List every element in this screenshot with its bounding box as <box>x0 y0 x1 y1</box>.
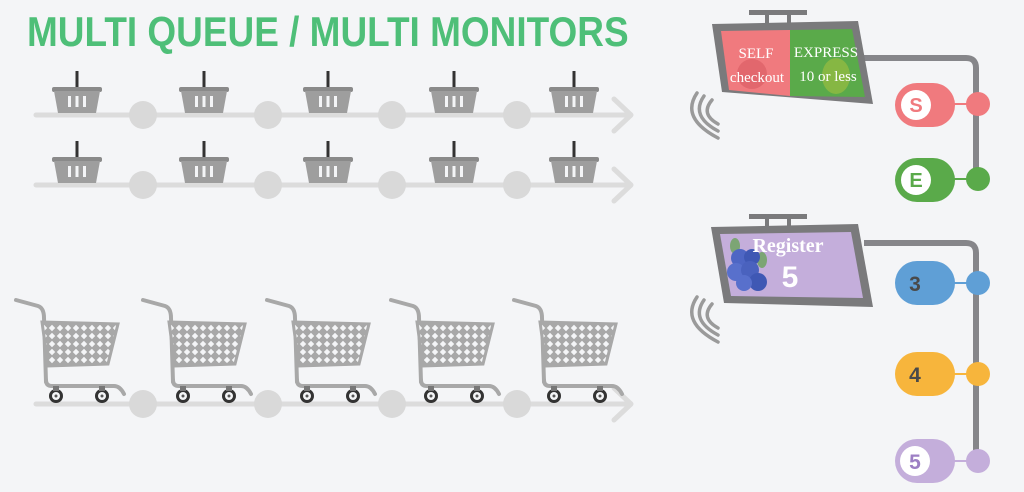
ten-or-less-label: 10 or less <box>799 69 857 85</box>
basket-icon <box>52 71 102 113</box>
basket-icon <box>549 71 599 113</box>
lane-label-4: 4 <box>909 364 921 387</box>
lane-badge-3: 3 <box>895 261 990 305</box>
shopping-cart-icon <box>14 298 126 405</box>
basket-icon <box>179 141 229 183</box>
shopping-cart-icon <box>265 298 377 405</box>
express-label: EXPRESS <box>794 45 858 61</box>
wireless-signal-icon <box>689 295 720 344</box>
lane-badge-4: 4 <box>895 352 990 396</box>
shopping-cart-icon <box>389 298 501 405</box>
basket-icon <box>429 141 479 183</box>
basket-icon <box>52 141 102 183</box>
shopping-cart-icon <box>512 298 624 405</box>
register-label: Register <box>752 235 823 257</box>
basket-icon <box>179 71 229 113</box>
lane-label-3: 3 <box>909 273 921 296</box>
basket-icon <box>303 71 353 113</box>
basket-icon <box>549 141 599 183</box>
basket-queue-row-2 <box>33 141 634 204</box>
lane-label-5: 5 <box>909 451 921 474</box>
lane-badge-express: E <box>895 158 990 202</box>
monitor-bottom: Register 5 3 4 5 <box>689 214 990 483</box>
page-title: MULTI QUEUE / MULTI MONITORS <box>27 8 629 55</box>
cart-queue-row <box>14 298 634 423</box>
register-number: 5 <box>782 261 799 294</box>
checkout-label: checkout <box>730 70 785 86</box>
self-label: SELF <box>738 46 773 62</box>
shopping-cart-icon <box>141 298 253 405</box>
monitor-top: SELF checkout EXPRESS 10 or less S E <box>689 10 990 202</box>
wireless-signal-icon <box>689 91 720 140</box>
blueberries-icon <box>727 238 767 291</box>
lane-badge-5: 5 <box>895 439 990 483</box>
basket-icon <box>303 141 353 183</box>
lane-label-e: E <box>909 170 922 192</box>
lane-label-s: S <box>909 95 922 117</box>
basket-queue-row-1 <box>33 71 634 134</box>
lane-badge-self: S <box>895 83 990 127</box>
basket-icon <box>429 71 479 113</box>
